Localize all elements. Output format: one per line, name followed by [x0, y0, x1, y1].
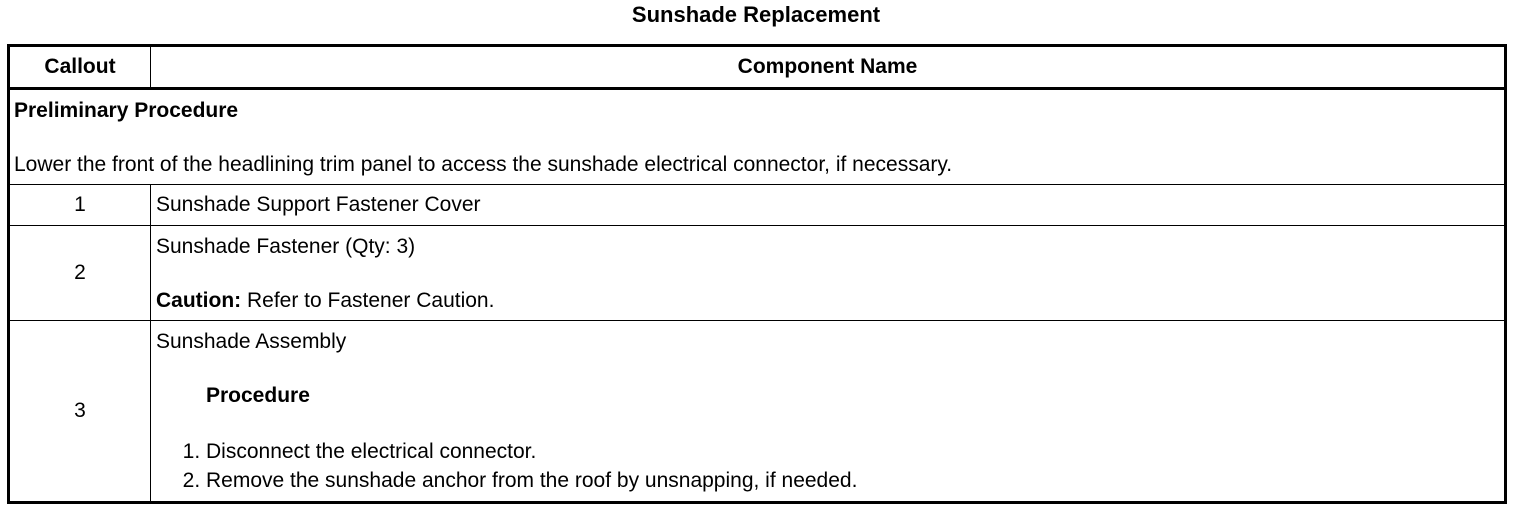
table-header-row: Callout Component Name	[8, 45, 1506, 90]
caution-note: Caution: Refer to Fastener Caution.	[156, 288, 1499, 314]
procedure-step: Remove the sunshade anchor from the roof…	[206, 466, 1499, 495]
component-column-header: Component Name	[150, 45, 1506, 90]
preliminary-row: Preliminary Procedure Lower the front of…	[8, 88, 1506, 185]
preliminary-cell: Preliminary Procedure Lower the front of…	[8, 88, 1506, 185]
document-title: Sunshade Replacement	[631, 2, 881, 27]
procedure-step: Disconnect the electrical connector.	[206, 437, 1499, 466]
callout-column-header: Callout	[8, 45, 151, 90]
table-row: 3 Sunshade Assembly Procedure Disconnect…	[8, 320, 1506, 503]
callout-number: 2	[8, 225, 151, 321]
component-name: Sunshade Fastener (Qty: 3)	[156, 235, 416, 258]
preliminary-text: Lower the front of the headlining trim p…	[14, 153, 953, 176]
table-row: 2 Sunshade Fastener (Qty: 3) Caution: Re…	[8, 225, 1506, 321]
component-cell: Sunshade Assembly Procedure Disconnect t…	[150, 320, 1506, 503]
callout-number: 3	[8, 320, 151, 503]
procedure-heading: Procedure	[206, 384, 310, 407]
callout-number: 1	[8, 184, 151, 226]
component-cell: Sunshade Fastener (Qty: 3) Caution: Refe…	[150, 225, 1506, 321]
procedure-steps: Disconnect the electrical connector. Rem…	[156, 437, 1499, 495]
component-name: Sunshade Support Fastener Cover	[150, 184, 1506, 226]
procedure-table: Callout Component Name Preliminary Proce…	[7, 44, 1507, 504]
caution-label: Caution:	[156, 289, 242, 312]
table-row: 1 Sunshade Support Fastener Cover	[8, 184, 1506, 226]
preliminary-title: Preliminary Procedure	[14, 99, 239, 122]
caution-text: Refer to Fastener Caution.	[241, 289, 495, 312]
component-name: Sunshade Assembly	[156, 330, 347, 353]
